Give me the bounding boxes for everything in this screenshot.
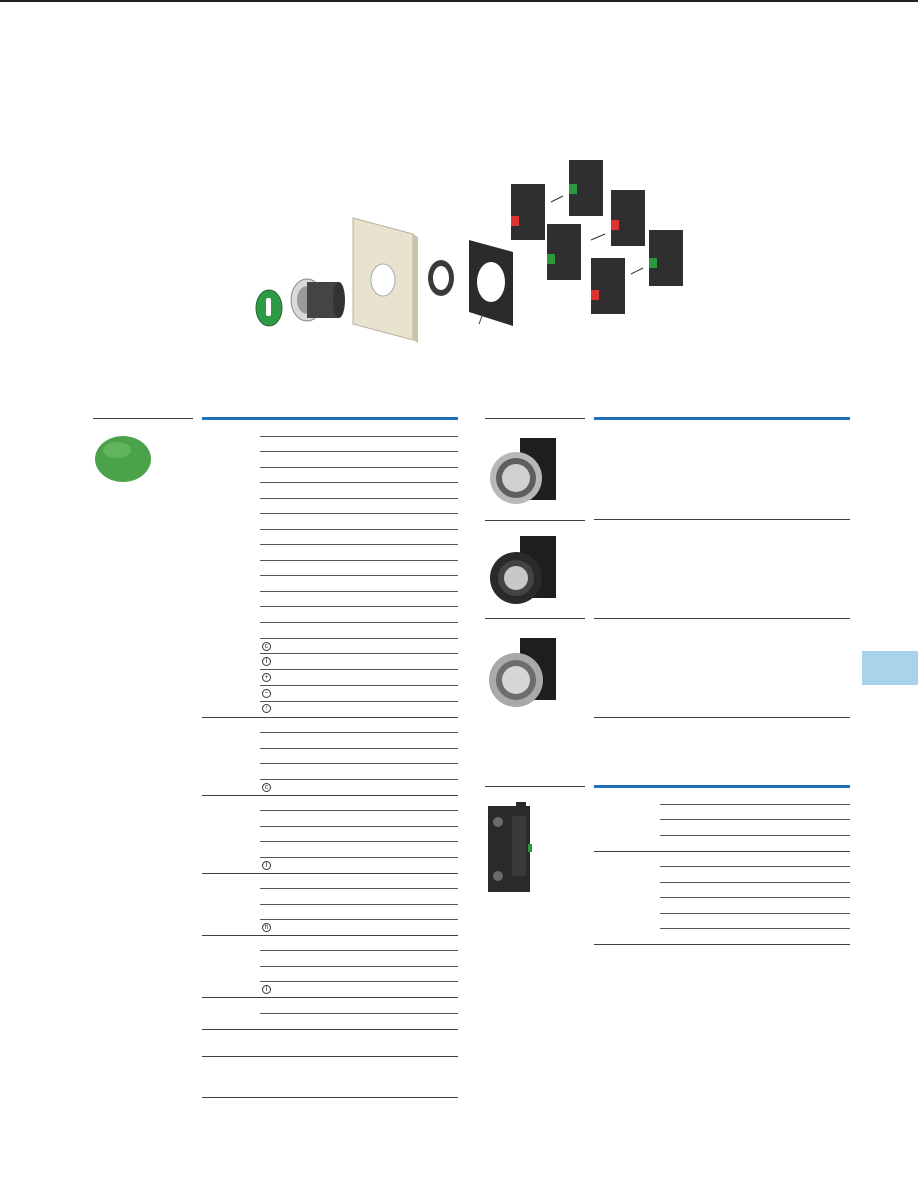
table-row [260,732,458,733]
group-rule [594,851,850,852]
actuator-ring [290,278,345,322]
table-row [260,513,458,514]
photo-rule [485,418,585,419]
right-header-rule [594,417,850,420]
table-row [260,544,458,545]
table-row [260,857,458,858]
circle-i-icon: I [262,861,271,870]
table-row [260,575,458,576]
circle-arrow-icon: ↑ [262,704,271,713]
actuator-photo-2 [486,528,566,612]
table-row [260,436,458,437]
table-row [260,591,458,592]
table-row [260,560,458,561]
group-rule [202,997,458,998]
circle-minus-icon: − [262,689,271,698]
contact-element-photo [486,800,536,896]
table-row [260,653,458,654]
table-row [260,685,458,686]
photo-rule [485,786,585,787]
table-row [660,913,850,914]
group-rule [202,717,458,718]
table-row [660,928,850,929]
section-tab[interactable] [862,651,918,685]
group-rule [202,1056,458,1057]
table-row [260,904,458,905]
green-button-photo [93,434,153,484]
right-table-header-rule [594,785,850,788]
table-row [260,763,458,764]
table-row [260,981,458,982]
table-row [260,482,458,483]
table-row [260,826,458,827]
section-rule [594,717,850,718]
table-row [260,779,458,780]
actuator-photo-3 [486,630,566,716]
table-row [260,638,458,639]
assembly-illustration [245,140,715,360]
circle-plus-icon: + [262,673,271,682]
table-row [660,882,850,883]
table-row [260,748,458,749]
table-row [260,919,458,920]
table-row [260,669,458,670]
table-header-rule [202,417,458,420]
front-plate [352,217,418,343]
table-bottom-rule [202,1097,458,1098]
table-bottom-rule [594,944,850,945]
circle-i-icon: I [262,657,271,666]
table-row [660,804,850,805]
thumb-rule [93,418,193,419]
table-row [660,897,850,898]
section-rule [594,519,850,520]
table-row [260,451,458,452]
table-row [260,606,458,607]
table-row [660,835,850,836]
circle-hand-icon: h [262,923,271,932]
actuator-photo-1 [486,430,566,514]
section-rule [594,618,850,619]
group-rule [202,935,458,936]
group-rule [202,795,458,796]
table-row [260,841,458,842]
table-row [260,1013,458,1014]
circle-i-icon: I [262,985,271,994]
table-row [260,622,458,623]
table-row [660,819,850,820]
fixing-nut [428,260,454,296]
table-row [260,701,458,702]
circle-c-icon: c [262,642,271,651]
table-row [260,810,458,811]
circle-c-icon: c [262,783,271,792]
table-row [260,966,458,967]
table-row [260,529,458,530]
button-cap [255,289,283,327]
group-rule [202,1029,458,1030]
photo-rule [485,618,585,619]
table-row [260,950,458,951]
fixing-adapter [469,240,513,326]
top-rule [0,0,918,2]
table-row [260,888,458,889]
photo-rule [485,520,585,521]
table-row [260,498,458,499]
table-row [660,866,850,867]
table-row [260,467,458,468]
group-rule [202,873,458,874]
contact-blocks [511,160,683,314]
